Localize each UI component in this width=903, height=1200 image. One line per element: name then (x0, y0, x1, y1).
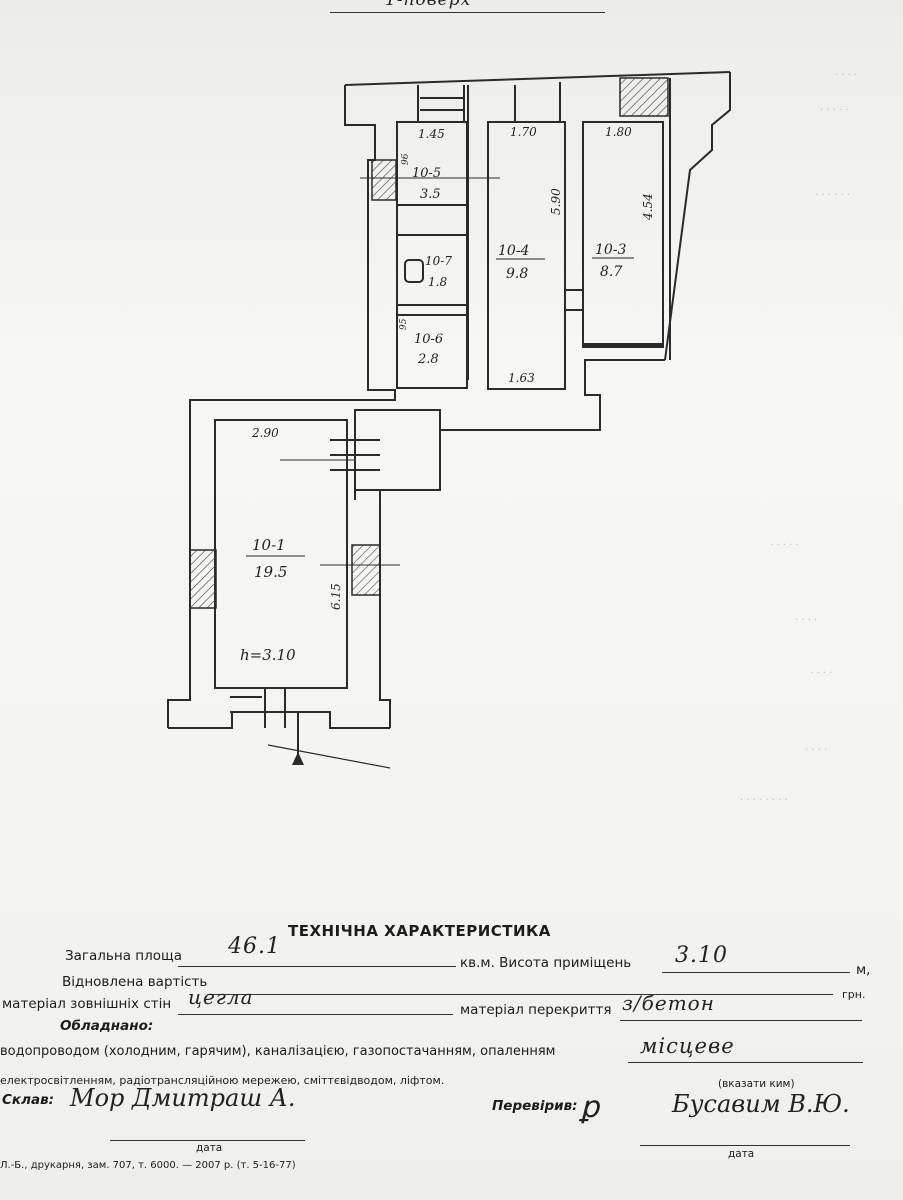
floor-title-underline (330, 12, 605, 13)
total-area-label: Загальна площа (65, 948, 182, 964)
room-area-10-4: 9.8 (506, 266, 528, 282)
room-id-10-5: 10-5 (412, 166, 441, 181)
dim-96: 96 (401, 153, 411, 165)
dim-1-70: 1.70 (510, 125, 537, 139)
equipped-label: Обладнано: (60, 1018, 154, 1034)
left-column-walls (396, 121, 468, 389)
utilities-line-1: водопроводом (холодним, гарячим), каналі… (0, 1044, 556, 1059)
walls-material-value: цегла (188, 985, 254, 1009)
checked-date-label: дата (728, 1148, 755, 1160)
room-id-10-7: 10-7 (425, 254, 452, 268)
checked-by-label: Перевірив: (492, 1098, 578, 1114)
floor-plan: 10-3 8.7 10-4 9.8 10-5 3.5 10-7 1.8 10-6… (167, 71, 731, 769)
compiled-by-label: Склав: (2, 1092, 55, 1108)
room-area-10-1: 19.5 (254, 563, 287, 581)
meters-label: м, (856, 962, 871, 978)
dim-6-15: 6.15 (329, 583, 343, 610)
dim-5-90: 5.90 (549, 188, 563, 215)
plan-right-outer (664, 72, 731, 361)
room-id-10-1: 10-1 (252, 536, 286, 554)
floor-title: 1-поверх (385, 0, 472, 10)
room-height-label: h=3.10 (240, 646, 296, 664)
sign-hint: (вказати ким) (718, 1078, 795, 1090)
checked-date-line (640, 1145, 850, 1146)
plan-bottom-edge (168, 711, 390, 729)
checked-by-signature: Бусавим В.Ю. (672, 1090, 850, 1118)
total-area-underline (178, 966, 456, 967)
ceiling-material-label: матеріал перекриття (460, 1002, 612, 1018)
room-id-10-3: 10-3 (595, 242, 627, 258)
dim-2-90: 2.90 (251, 426, 279, 440)
compiled-by-signature: Мор Дмитраш А. (70, 1084, 296, 1112)
utilities-line-2: електросвітленням, радіотрансляційною ме… (0, 1074, 445, 1087)
room-area-10-5: 3.5 (420, 187, 441, 202)
plan-right-lower (440, 359, 665, 431)
room-10-4-walls (487, 121, 566, 390)
grn-label: грн. (842, 988, 866, 1001)
compiled-date-line (110, 1140, 305, 1141)
checked-by-mark: ꝑ (580, 1090, 600, 1125)
heating-underline (628, 1062, 863, 1063)
total-area-value: 46.1 (228, 934, 281, 959)
room-area-10-3: 8.7 (600, 264, 622, 280)
room-area-10-6: 2.8 (417, 352, 439, 367)
heating-value: місцеве (640, 1034, 735, 1058)
height-units-label: кв.м. Висота приміщень (460, 955, 632, 971)
room-area-10-7: 1.8 (428, 275, 447, 289)
ceiling-material-value: з/бетон (622, 991, 715, 1015)
room-10-3-walls (582, 121, 664, 348)
dim-95: 95 (399, 318, 409, 330)
plan-outer-left (167, 85, 396, 728)
ceiling-material-underline (620, 1020, 862, 1021)
room-id-10-6: 10-6 (414, 332, 443, 347)
room-id-10-4: 10-4 (498, 243, 529, 259)
tech-title: ТЕХНІЧНА ХАРАКТЕРИСТИКА (288, 922, 551, 940)
dim-1-80: 1.80 (605, 125, 632, 139)
dim-1-45: 1.45 (418, 127, 445, 141)
plan-top-edge (344, 71, 731, 86)
dim-4-54: 4.54 (641, 193, 655, 221)
printer-imprint: Л.-Б., друкарня, зам. 707, т. 6000. — 20… (0, 1160, 296, 1171)
height-value: 3.10 (675, 943, 728, 968)
restored-cost-underline (208, 994, 833, 995)
dim-1-63: 1.63 (508, 371, 535, 385)
compiled-date-label: дата (196, 1142, 223, 1154)
walls-material-label: матеріал зовнішніх стін (2, 996, 172, 1012)
height-underline (662, 972, 850, 973)
restored-cost-label: Відновлена вартість (62, 974, 208, 990)
walls-material-underline (178, 1014, 453, 1015)
